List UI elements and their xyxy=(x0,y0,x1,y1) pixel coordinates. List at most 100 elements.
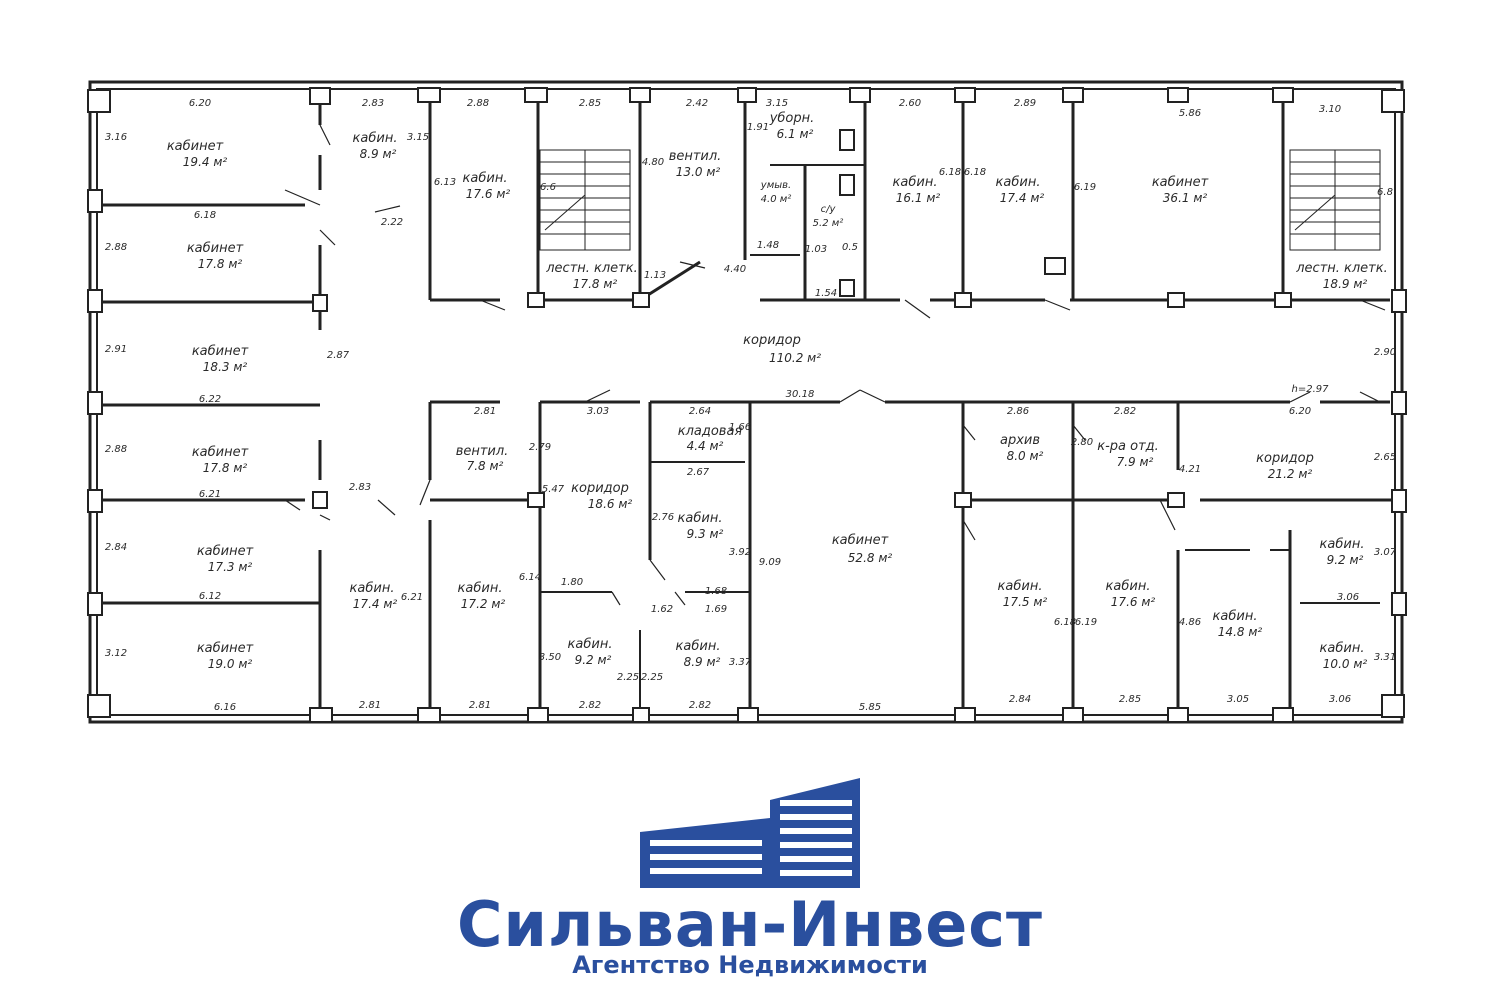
dimension-label: 4.86 xyxy=(1179,617,1201,628)
room-name: кабинет xyxy=(192,344,249,359)
dimension-label: 1.66 xyxy=(729,422,751,433)
dimension-label: 2.84 xyxy=(1009,694,1031,705)
room-name: лестн. клетк. xyxy=(545,261,638,276)
room-name: кабин. xyxy=(1320,641,1365,656)
dimension-label: 2.84 xyxy=(105,542,127,553)
room-name: кладовая xyxy=(678,424,743,439)
dimension-label: 2.82 xyxy=(579,700,601,711)
room-area: 18.9 м² xyxy=(1323,277,1368,291)
dimension-label: 2.80 xyxy=(1071,437,1093,448)
dimension-label: 6.18 xyxy=(964,167,986,178)
room-name: кабинет xyxy=(1152,175,1209,190)
room-name: вентил. xyxy=(669,149,722,164)
dimension-label: 3.03 xyxy=(587,406,609,417)
dimension-label: 1.68 xyxy=(705,586,727,597)
dimension-label: 2.91 xyxy=(105,344,127,355)
dimension-label: 4.80 xyxy=(642,157,664,168)
room-area: 17.4 м² xyxy=(353,597,398,611)
dimension-label: 1.54 xyxy=(815,288,837,299)
room-area: 8.9 м² xyxy=(684,655,721,669)
dimension-labels: 6.20 2.83 2.88 2.85 2.42 3.15 2.60 2.89 … xyxy=(105,98,1397,713)
dimension-label: 3.12 xyxy=(105,648,127,659)
room-name: кабин. xyxy=(463,171,508,186)
toilet-icon xyxy=(839,279,855,297)
dimension-label: 3.16 xyxy=(105,132,127,143)
room-area: 16.1 м² xyxy=(896,191,941,205)
dimension-label: 6.8 xyxy=(1377,187,1393,198)
room-name: к-ра отд. xyxy=(1097,439,1159,454)
dimension-label: 3.15 xyxy=(407,132,429,143)
dimension-label: 2.87 xyxy=(327,350,350,361)
room-area: 18.6 м² xyxy=(588,497,633,511)
dimension-label: 2.86 xyxy=(1007,406,1029,417)
doors xyxy=(284,124,1386,606)
room-area: 17.8 м² xyxy=(573,277,618,291)
stair-2 xyxy=(1289,149,1381,251)
room-area: 8.0 м² xyxy=(1007,449,1044,463)
dimension-label: 9.09 xyxy=(759,557,781,568)
dimension-label: 2.85 xyxy=(1119,694,1141,705)
room-area: 13.0 м² xyxy=(676,165,721,179)
toilet-icon xyxy=(839,129,855,151)
dimension-label: 1.91 xyxy=(747,122,769,133)
dimension-label: 3.31 xyxy=(1374,652,1396,663)
dimension-label: 5.47 xyxy=(542,484,565,495)
dimension-label: 2.25 xyxy=(641,672,663,683)
room-area: 9.2 м² xyxy=(1327,553,1364,567)
room-name: кабинет xyxy=(197,641,254,656)
dimension-label: 6.14 xyxy=(519,572,541,583)
dimension-label: 6.20 xyxy=(1289,406,1311,417)
room-name: вентил. xyxy=(456,444,509,459)
dimension-label: 4.40 xyxy=(724,264,746,275)
dimension-label: 6.19 xyxy=(1074,182,1096,193)
room-area: 17.2 м² xyxy=(461,597,506,611)
room-area: 17.8 м² xyxy=(198,257,243,271)
dimension-label: 1.13 xyxy=(644,270,666,281)
company-name: Сильван-Инвест xyxy=(457,888,1043,961)
dimension-label: 3.06 xyxy=(1329,694,1351,705)
room-name: кабинет xyxy=(832,533,889,548)
dimension-label: 2.81 xyxy=(359,700,381,711)
dimension-label: 2.22 xyxy=(381,217,403,228)
dimension-label: 3.37 xyxy=(729,657,752,668)
dimension-label: 6.16 xyxy=(214,702,236,713)
dimension-label: 2.81 xyxy=(474,406,496,417)
room-area: 8.9 м² xyxy=(360,147,397,161)
dimension-label: 2.60 xyxy=(899,98,921,109)
room-name: кабин. xyxy=(893,175,938,190)
room-name: коридор xyxy=(1256,451,1314,466)
dimension-label: 2.64 xyxy=(689,406,711,417)
room-area: 17.6 м² xyxy=(1111,595,1156,609)
dimension-label: 6.19 xyxy=(1075,617,1097,628)
room-area: 6.1 м² xyxy=(777,127,814,141)
room-name: кабин. xyxy=(996,175,1041,190)
room-area: 4.0 м² xyxy=(761,194,792,205)
room-area: 9.3 м² xyxy=(687,527,724,541)
dimension-label: 6.22 xyxy=(199,394,221,405)
room-area: 4.4 м² xyxy=(687,439,724,453)
dimension-label: 2.88 xyxy=(467,98,489,109)
room-area: 17.5 м² xyxy=(1003,595,1048,609)
room-name: кабин. xyxy=(458,581,503,596)
room-area: 36.1 м² xyxy=(1163,191,1208,205)
room-name: кабинет xyxy=(187,241,244,256)
dimension-label: 3.10 xyxy=(1319,104,1341,115)
dimension-label: 2.83 xyxy=(349,482,371,493)
dimension-label: 2.88 xyxy=(105,242,127,253)
room-name: умыв. xyxy=(760,180,791,191)
dimension-label: 6.6 xyxy=(540,182,556,193)
dimension-label: 2.65 xyxy=(1374,452,1396,463)
room-area: 7.9 м² xyxy=(1117,455,1154,469)
dimension-label: 3.07 xyxy=(1374,547,1397,558)
dimension-label: 2.81 xyxy=(469,700,491,711)
dimension-label: 30.18 xyxy=(786,389,815,400)
dimension-label: 3.05 xyxy=(1227,694,1249,705)
room-area: 5.2 м² xyxy=(813,218,844,229)
dimension-label: 2.82 xyxy=(1114,406,1136,417)
stair-1 xyxy=(539,149,631,251)
dimension-label: 4.21 xyxy=(1179,464,1201,475)
room-name: кабин. xyxy=(1320,537,1365,552)
dimension-label: 6.18 xyxy=(939,167,961,178)
dimension-label: 6.18 xyxy=(194,210,216,221)
room-area: 17.8 м² xyxy=(203,461,248,475)
